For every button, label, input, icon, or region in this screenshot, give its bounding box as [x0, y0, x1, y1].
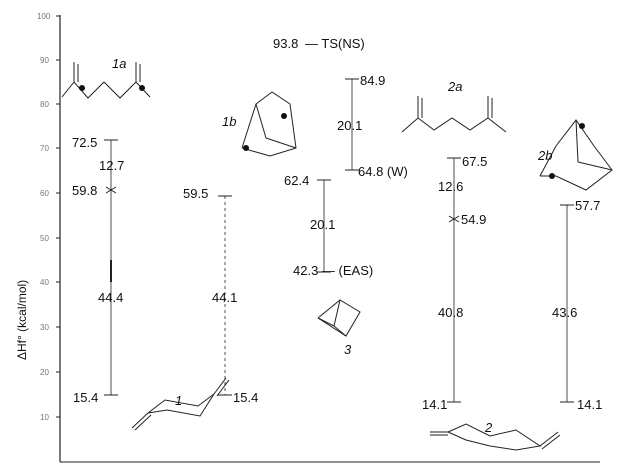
- center-w: 64.8 (W): [358, 164, 408, 179]
- col2b-diff: 43.6: [552, 305, 577, 320]
- structure-1a-drawing: [61, 62, 151, 99]
- column-center: [317, 78, 359, 273]
- center-gap-top: 20.1: [337, 118, 362, 133]
- col2a-mid: 54.9: [461, 212, 486, 227]
- structure-1b-drawing: [241, 91, 297, 157]
- tick-10: 10: [40, 413, 49, 422]
- center-gap-bot: 20.1: [310, 217, 335, 232]
- col1b-bottom: 15.4: [233, 390, 258, 405]
- col1b-mid: 59.5: [183, 186, 208, 201]
- label-2b: 2b: [537, 148, 552, 163]
- tick-50: 50: [40, 234, 49, 243]
- structure-1-drawing: [131, 377, 230, 431]
- tick-60: 60: [40, 189, 49, 198]
- tick-40: 40: [40, 278, 49, 287]
- y-axis-label: ΔHf° (kcal/mol): [15, 280, 29, 360]
- label-2a: 2a: [447, 79, 462, 94]
- tick-70: 70: [40, 144, 49, 153]
- label-3: 3: [344, 342, 352, 357]
- col2a-gap: 12.6: [438, 179, 463, 194]
- col1a-diff: 44.4: [98, 290, 123, 305]
- col1a-top: 72.5: [72, 135, 97, 150]
- col1a-gap: 12.7: [99, 158, 124, 173]
- column-2b: [560, 204, 574, 403]
- col1a-mid: 59.8: [72, 183, 97, 198]
- center-left: 62.4: [284, 173, 309, 188]
- column-2a: [447, 157, 461, 403]
- label-1a: 1a: [112, 56, 126, 71]
- structure-3-drawing: [317, 299, 361, 337]
- center-eas: 42.3 — (EAS): [293, 263, 373, 278]
- structure-2b-drawing: [539, 119, 613, 191]
- label-1: 1: [175, 393, 182, 408]
- tick-30: 30: [40, 323, 49, 332]
- structure-2a-drawing: [401, 96, 507, 133]
- col2a-diff: 40.8: [438, 305, 463, 320]
- column-1a: [104, 139, 118, 396]
- tick-20: 20: [40, 368, 49, 377]
- col1b-diff: 44.1: [212, 290, 237, 305]
- column-1b: [218, 195, 232, 396]
- center-top: 84.9: [360, 73, 385, 88]
- label-2: 2: [484, 420, 493, 435]
- col2b-bottom: 14.1: [577, 397, 602, 412]
- tick-100: 100: [37, 12, 51, 21]
- ts-label: — TS(NS): [305, 36, 365, 51]
- structure-2-drawing: [430, 423, 561, 451]
- tick-90: 90: [40, 56, 49, 65]
- tick-80: 80: [40, 100, 49, 109]
- label-1b: 1b: [222, 114, 236, 129]
- y-ticks: [56, 15, 60, 418]
- col1a-bottom: 15.4: [73, 390, 98, 405]
- col2a-bottom: 14.1: [422, 397, 447, 412]
- ts-value: 93.8: [273, 36, 298, 51]
- col2b-top: 57.7: [575, 198, 600, 213]
- col2a-top: 67.5: [462, 154, 487, 169]
